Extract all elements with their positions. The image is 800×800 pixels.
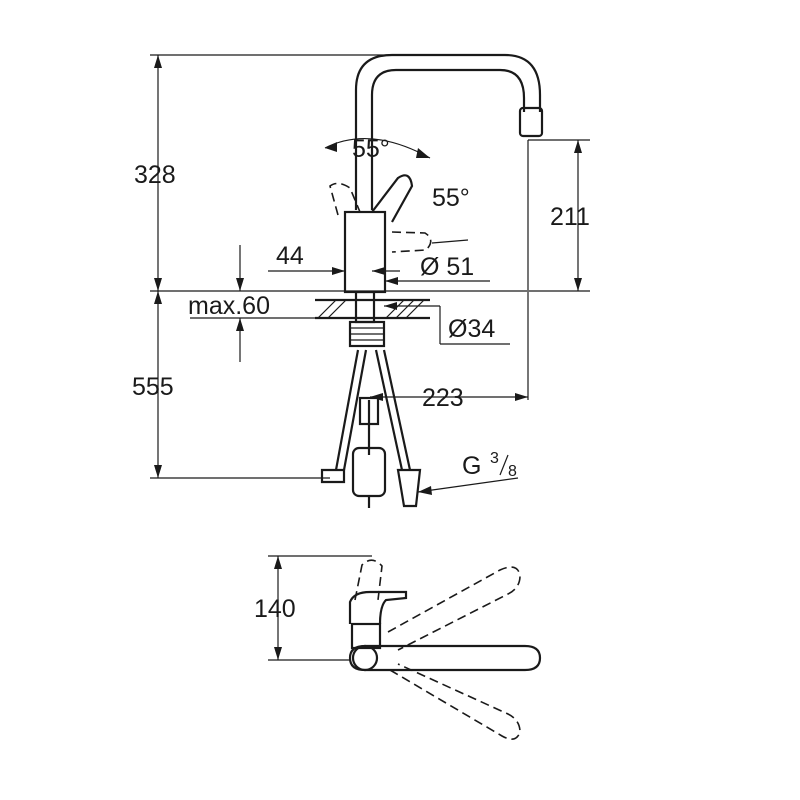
height-total-label: 328 (134, 161, 176, 189)
nut-threads (350, 327, 384, 341)
lever-angle-side-label: 55° (432, 184, 470, 212)
body-diameter-label: Ø 51 (420, 253, 474, 281)
spout-top-view (348, 644, 542, 672)
hose-weight (351, 446, 387, 498)
height-outlet-label: 211 (550, 203, 590, 231)
thread-numerator: 3 (490, 450, 499, 467)
thread-letter: G (462, 452, 481, 480)
spout-inner (370, 68, 526, 210)
spout-reach-label: 223 (422, 384, 464, 412)
faucet-top-view (268, 555, 542, 740)
thread-label: G 3 8 (462, 450, 517, 480)
faucet-side-view (150, 53, 590, 508)
lever-angle-top-label: 55° (352, 135, 390, 163)
hose-right (374, 349, 412, 471)
deck-hatching (317, 299, 425, 319)
lever-top-dashed (354, 559, 383, 601)
thread-denominator: 8 (508, 463, 517, 480)
faucet-body (343, 210, 387, 294)
hose-right-end (396, 468, 422, 508)
spout-swing-down (389, 663, 521, 740)
spout (354, 53, 542, 210)
spout-pivot (351, 644, 379, 672)
aerator (518, 106, 544, 138)
lever-position-left (329, 182, 361, 216)
pullout-connector (358, 396, 380, 426)
top-view-depth-label: 140 (254, 595, 296, 623)
lever-offset-label: 44 (276, 242, 304, 270)
spout-swing-up (387, 566, 521, 651)
dimension-lines (150, 54, 590, 495)
hose-left (334, 349, 368, 471)
hose-length-label: 555 (132, 373, 174, 401)
hose-left-end (320, 468, 346, 484)
hole-diameter-label: Ø34 (448, 315, 495, 343)
lever-position-side (391, 231, 432, 253)
lever (371, 174, 414, 223)
lever-top-view (348, 590, 408, 625)
deck-thickness-label: max.60 (188, 292, 270, 320)
body-top-view (350, 622, 382, 650)
